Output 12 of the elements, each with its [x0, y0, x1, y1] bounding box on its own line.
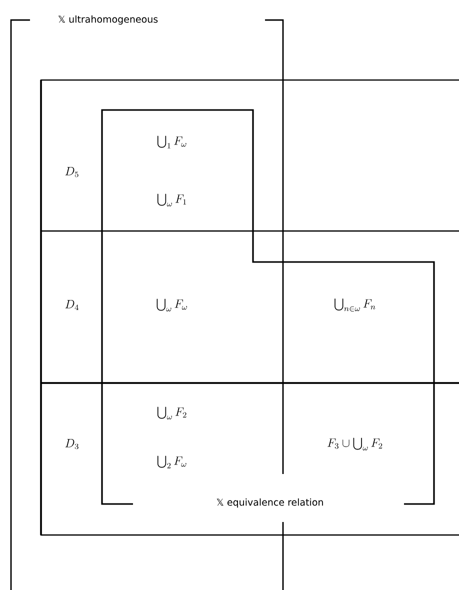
formula-label: $\bigcup_\omega F_2$ — [157, 406, 186, 420]
row-label: $D_4$ — [65, 300, 78, 310]
formula-label: $F_3\cup\bigcup_\omega F_2$ — [328, 438, 382, 450]
formula-label: $\bigcup_\omega F_\omega$ — [156, 298, 187, 312]
formula-label: $\bigcup_{n\in\omega} F_n$ — [334, 298, 376, 312]
row-label: $D_5$ — [65, 167, 78, 178]
region-label: 𝕏 equivalence relation — [214, 496, 326, 510]
formula-label: $\bigcup_\omega F_1$ — [157, 194, 186, 206]
region-label: 𝕏 ultrahomogeneous — [56, 13, 160, 27]
formula-label: $\bigcup_2 F_\omega$ — [157, 456, 186, 468]
formula-label: $\bigcup_1 F_\omega$ — [157, 136, 186, 148]
row-label: $D_3$ — [65, 439, 78, 450]
